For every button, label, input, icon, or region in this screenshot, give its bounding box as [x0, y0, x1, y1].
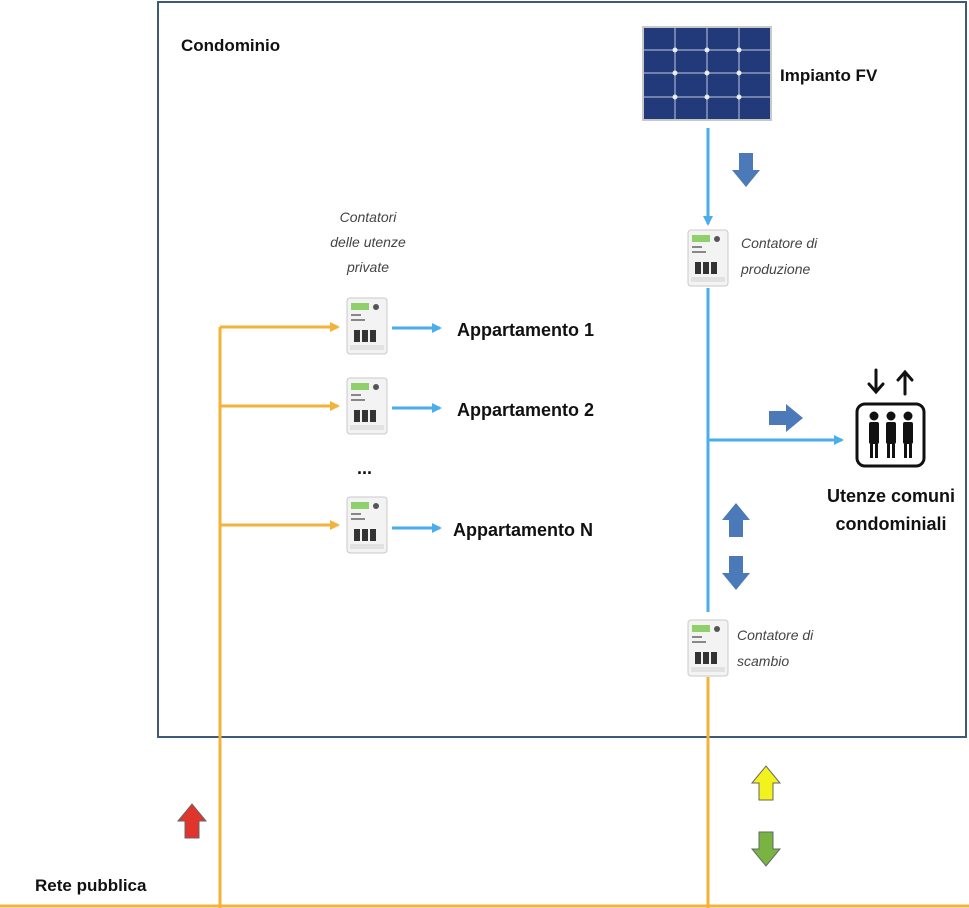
private-meter-2-icon: [346, 377, 388, 435]
common-utilities-label-2: condominiali: [835, 514, 946, 534]
public-grid-label: Rete pubblica: [35, 876, 147, 895]
private-meter-1-icon: [346, 297, 388, 355]
shared-users-icon: [855, 368, 926, 468]
production-meter-icon: [687, 229, 729, 287]
exchange-meter-label-2: scambio: [737, 653, 789, 669]
withdrawal-down-arrow-icon: [751, 831, 781, 867]
condominium-boundary: [157, 1, 967, 738]
common-right-arrow-icon: [769, 404, 803, 432]
apartment-1-label: Appartamento 1: [457, 320, 594, 340]
exchange-up-arrow-icon: [722, 503, 750, 537]
feed-in-up-arrow-icon: [751, 765, 781, 801]
production-meter-label-2: produzione: [740, 261, 810, 277]
private-meter-n-icon: [346, 496, 388, 554]
private-meters-label-3: private: [346, 259, 389, 275]
pv-down-arrow-icon: [732, 153, 760, 187]
production-meter-label-1: Contatore di: [741, 235, 818, 251]
apartment-2-label: Appartamento 2: [457, 400, 594, 420]
apartment-n-label: Appartamento N: [453, 520, 593, 540]
private-meters-label-2: delle utenze: [330, 234, 406, 250]
exchange-down-arrow-icon: [722, 556, 750, 590]
private-meters-label-1: Contatori: [340, 209, 398, 225]
pv-plant-label: Impianto FV: [780, 66, 878, 85]
exchange-meter-icon: [687, 619, 729, 677]
exchange-meter-label-1: Contatore di: [737, 627, 814, 643]
grid-up-arrow-icon: [177, 803, 207, 839]
condominium-label: Condominio: [181, 36, 280, 55]
common-utilities-label-1: Utenze comuni: [827, 486, 955, 506]
ellipsis-label: ...: [357, 458, 372, 478]
solar-panel-icon: [642, 26, 772, 121]
